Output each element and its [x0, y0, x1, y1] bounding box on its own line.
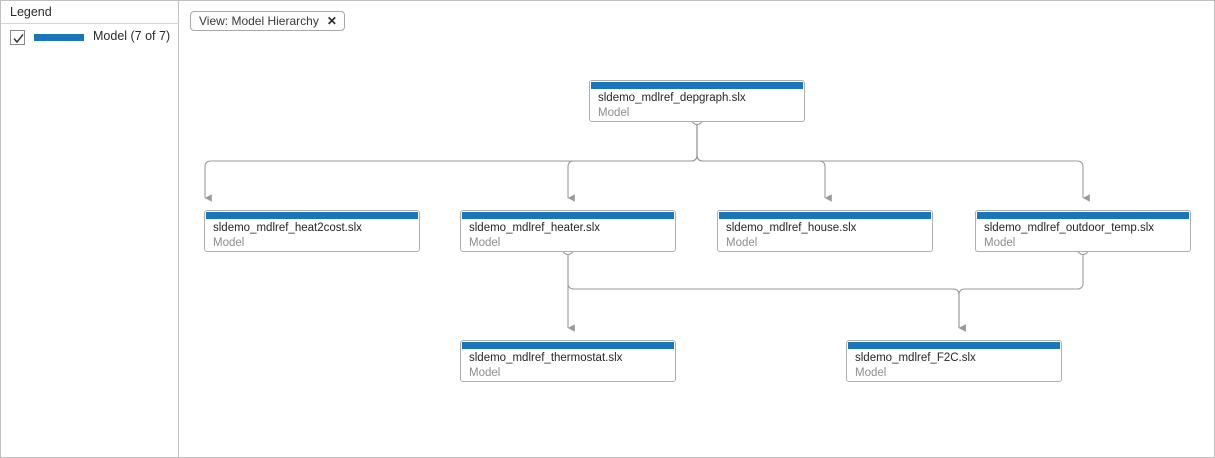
node-subtitle: Model [598, 107, 630, 119]
legend-item-model[interactable]: Model (7 of 7) [1, 28, 179, 48]
node-subtitle: Model [855, 367, 887, 379]
node-title: sldemo_mdlref_depgraph.slx [598, 92, 746, 104]
node-title: sldemo_mdlref_heat2cost.slx [213, 222, 362, 234]
node-heat2cost[interactable]: sldemo_mdlref_heat2cost.slx Model [204, 210, 420, 252]
diagram-canvas[interactable]: View: Model Hierarchy ✕ [180, 1, 1214, 457]
legend-color-swatch [34, 34, 84, 41]
view-filter-label: View: Model Hierarchy [199, 14, 319, 28]
legend-divider [1, 23, 179, 24]
node-subtitle: Model [726, 237, 758, 249]
node-subtitle: Model [469, 237, 501, 249]
node-accent-bar [848, 342, 1060, 349]
node-title: sldemo_mdlref_outdoor_temp.slx [984, 222, 1155, 234]
node-subtitle: Model [213, 237, 245, 249]
legend-panel: Legend Model (7 of 7) [1, 1, 179, 457]
view-filter-chip[interactable]: View: Model Hierarchy ✕ [190, 11, 345, 31]
node-accent-bar [462, 342, 674, 349]
close-icon[interactable]: ✕ [326, 14, 337, 28]
node-accent-bar [462, 212, 674, 219]
node-accent-bar [719, 212, 931, 219]
edge-depgraph-outdoor [696, 123, 1090, 202]
node-depgraph[interactable]: sldemo_mdlref_depgraph.slx Model [589, 80, 805, 122]
node-title: sldemo_mdlref_thermostat.slx [469, 352, 623, 364]
legend-title: Legend [10, 5, 52, 19]
legend-item-label: Model (7 of 7) [93, 29, 171, 43]
node-accent-bar [591, 82, 803, 89]
node-f2c[interactable]: sldemo_mdlref_F2C.slx Model [846, 340, 1062, 382]
node-subtitle: Model [984, 237, 1016, 249]
checkmark-icon [13, 33, 24, 44]
node-accent-bar [206, 212, 418, 219]
edge-outdoor-f2c [958, 253, 1084, 332]
node-thermostat[interactable]: sldemo_mdlref_thermostat.slx Model [460, 340, 676, 382]
edge-depgraph-heat2cost [204, 123, 698, 202]
legend-checkbox[interactable] [10, 30, 25, 45]
edge-heater-f2c [567, 253, 966, 332]
node-subtitle: Model [469, 367, 501, 379]
node-accent-bar [977, 212, 1189, 219]
edge-depgraph-house [696, 123, 832, 202]
node-title: sldemo_mdlref_house.slx [726, 222, 857, 234]
node-house[interactable]: sldemo_mdlref_house.slx Model [717, 210, 933, 252]
edge-depgraph-heater [567, 123, 698, 202]
node-outdoor-temp[interactable]: sldemo_mdlref_outdoor_temp.slx Model [975, 210, 1191, 252]
node-title: sldemo_mdlref_heater.slx [469, 222, 601, 234]
node-heater[interactable]: sldemo_mdlref_heater.slx Model [460, 210, 676, 252]
node-title: sldemo_mdlref_F2C.slx [855, 352, 976, 364]
